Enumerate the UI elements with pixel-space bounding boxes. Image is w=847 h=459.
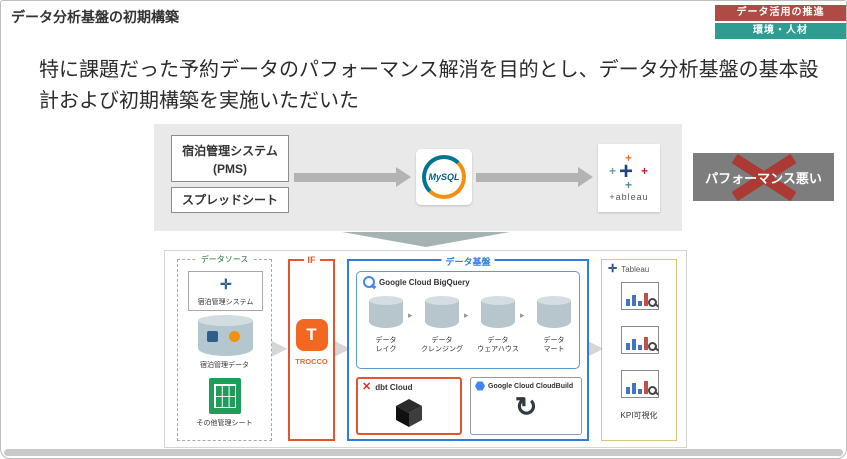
db-chip-orange-icon <box>229 331 240 342</box>
section-if: IF T TROCCO <box>288 255 335 441</box>
stage-arrow-icon: ▸ <box>520 310 525 320</box>
mysql-logo-card: MySQL <box>416 149 472 205</box>
section-platform-title: データ基盤 <box>441 255 495 268</box>
badge-data-utilization: データ活用の推進 <box>715 5 846 21</box>
dbt-cloud-box: ✕ dbt Cloud <box>356 377 462 435</box>
tableau-mini-icon: ✛ <box>220 276 232 292</box>
architecture-diagram: データソース ✛ 宿泊管理システム 宿泊管理データ その他管理シート ▶ ▶ ▶… <box>164 250 687 448</box>
bigquery-header: Google Cloud BigQuery <box>363 276 470 288</box>
chevron-right-icon: ▶ <box>335 337 351 359</box>
magnifier-icon <box>648 342 657 351</box>
source-box-spreadsheet: スプレッドシート <box>171 187 289 213</box>
red-x-icon: ✕ <box>362 381 372 393</box>
source-box-pms: 宿泊管理システム (PMS) <box>171 135 289 182</box>
chevron-right-icon: ▶ <box>588 337 604 359</box>
dbt-cube-icon <box>396 399 422 432</box>
stage-datamart: データ マート <box>528 296 580 355</box>
datasource-data-label: 宿泊管理データ <box>200 362 249 369</box>
problem-box: パフォーマンス悪い <box>693 153 834 202</box>
datasource-pms-box: ✛ 宿泊管理システム <box>188 271 263 311</box>
bigquery-box: Google Cloud BigQuery データ レイク ▸ データ クレンジ… <box>356 271 580 369</box>
mysql-logo-text: MySQL <box>428 172 460 182</box>
cloudbuild-label: Google Cloud CloudBuild <box>488 382 574 390</box>
datasource-sheet-label: その他管理シート <box>196 420 253 427</box>
section-datasource: データソース ✛ 宿泊管理システム 宿泊管理データ その他管理シート <box>177 254 272 441</box>
database-cylinder-icon <box>369 296 403 328</box>
trocco-logo-icon: T <box>295 319 328 351</box>
stage-warehouse: データ ウェアハウス <box>472 296 524 355</box>
flow-diagram: 宿泊管理システム (PMS) スプレッドシート MySQL +++++ +abl… <box>154 124 682 231</box>
section-data-platform: データ基盤 Google Cloud BigQuery データ レイク ▸ デー… <box>347 255 589 441</box>
stage-label: データ クレンジング <box>421 337 463 354</box>
trocco-label: TROCCO <box>295 357 328 366</box>
mysql-logo-icon: MySQL <box>422 155 466 199</box>
tableau-wordmark: +ableau <box>609 192 649 202</box>
stage-cleansing: データ クレンジング <box>416 296 468 355</box>
bigquery-label: Google Cloud BigQuery <box>379 277 470 287</box>
chevron-right-icon: ▶ <box>272 337 288 359</box>
tableau-logo-card: +++++ +ableau <box>598 144 660 212</box>
stage-label: データ マート <box>543 337 565 354</box>
tableau-header: ✛ Tableau <box>608 264 649 275</box>
problem-label: パフォーマンス悪い <box>705 170 822 186</box>
database-cylinder-icon <box>425 296 459 328</box>
trocco-logo-mark: T <box>306 325 317 344</box>
tableau-title: Tableau <box>621 265 650 274</box>
magnifier-icon <box>648 298 657 307</box>
bigquery-icon <box>363 276 375 288</box>
database-cylinder-icon <box>198 315 253 356</box>
flow-arrow-1 <box>294 167 411 187</box>
cloudbuild-header: Google Cloud CloudBuild <box>475 381 573 391</box>
stage-label: データ レイク <box>375 337 397 354</box>
page-title: データ分析基盤の初期構築 <box>11 9 179 25</box>
database-cylinder-icon <box>537 296 571 328</box>
dbt-header: ✕ dbt Cloud <box>362 382 413 393</box>
lead-text: 特に課題だった予約データのパフォーマンス解消を目的とし、データ分析基盤の基本設計… <box>39 59 819 112</box>
dbt-label: dbt Cloud <box>375 383 413 392</box>
report-chart-icon <box>621 282 659 310</box>
tableau-mini-icon: ✛ <box>608 263 618 275</box>
report-chart-icon <box>621 370 659 398</box>
down-arrow-icon <box>342 232 510 247</box>
datasource-pms-label: 宿泊管理システム <box>197 299 254 306</box>
tableau-logo-icon: +++++ <box>609 151 649 192</box>
kpi-label: KPI可視化 <box>620 411 658 420</box>
stage-arrow-icon: ▸ <box>464 310 469 320</box>
section-tableau: ✛ Tableau KPI可視化 <box>601 259 677 441</box>
spreadsheet-icon <box>209 378 241 414</box>
section-if-title: IF <box>303 255 320 265</box>
db-chip-blue-icon <box>207 331 218 342</box>
flow-arrow-2 <box>476 167 593 187</box>
section-datasource-title: データソース <box>196 254 253 265</box>
report-chart-icon <box>621 326 659 354</box>
stage-arrow-icon: ▸ <box>408 310 413 320</box>
magnifier-icon <box>648 386 657 395</box>
badge-environment-hr: 環境・人材 <box>715 23 846 39</box>
stage-datalake: データ レイク <box>360 296 412 355</box>
database-cylinder-icon <box>481 296 515 328</box>
cloudbuild-icon <box>475 381 485 391</box>
build-cycle-icon: ↻ <box>514 392 538 422</box>
cloudbuild-box: Google Cloud CloudBuild ↻ <box>470 377 582 435</box>
stage-label: データ ウェアハウス <box>477 337 519 354</box>
